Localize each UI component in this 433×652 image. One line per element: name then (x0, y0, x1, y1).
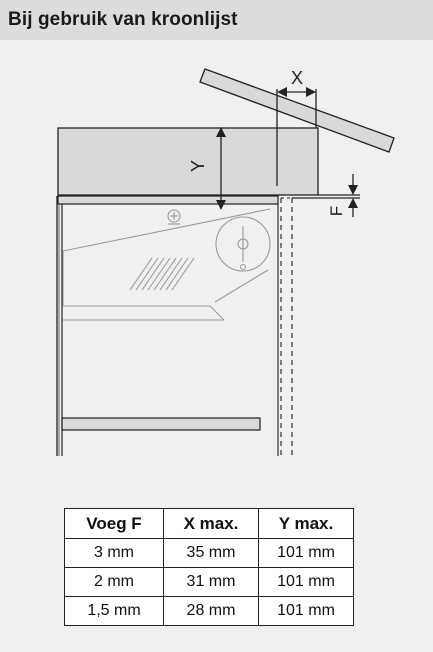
dimension-x (276, 87, 317, 186)
shelf (61, 417, 261, 431)
table-cell: 2 mm (64, 567, 164, 597)
lift-mechanism (62, 208, 271, 321)
cornice-box (57, 127, 319, 196)
dimension-y-label: Y (188, 160, 208, 172)
page-title: Bij gebruik van kroonlijst (8, 9, 238, 30)
table-cell: 1,5 mm (64, 596, 164, 626)
table-row: 1,5 mm 28 mm 101 mm (64, 596, 354, 626)
installation-diagram: Y X F (56, 68, 395, 456)
sloped-ceiling (199, 68, 395, 153)
column-header: X max. (163, 508, 259, 539)
dimension-x-label: X (291, 68, 303, 88)
table-cell: 35 mm (163, 538, 259, 568)
column-header: Voeg F (64, 508, 164, 539)
table-row: 3 mm 35 mm 101 mm (64, 538, 354, 568)
table-cell: 3 mm (64, 538, 164, 568)
dimension-f (292, 174, 360, 217)
cabinet-top-panel (57, 195, 279, 205)
table-header-row: Voeg F X max. Y max. (64, 508, 354, 539)
table-cell: 101 mm (258, 567, 354, 597)
table-cell: 28 mm (163, 596, 259, 626)
table-cell: 101 mm (258, 538, 354, 568)
spec-table: Voeg F X max. Y max. 3 mm 35 mm 101 mm 2… (64, 508, 354, 626)
header-bar: Bij gebruik van kroonlijst (0, 0, 433, 40)
table-row: 2 mm 31 mm 101 mm (64, 567, 354, 597)
dimension-f-label: F (327, 206, 346, 216)
column-header: Y max. (258, 508, 354, 539)
table-cell: 31 mm (163, 567, 259, 597)
dimension-y (216, 127, 226, 210)
table-cell: 101 mm (258, 596, 354, 626)
